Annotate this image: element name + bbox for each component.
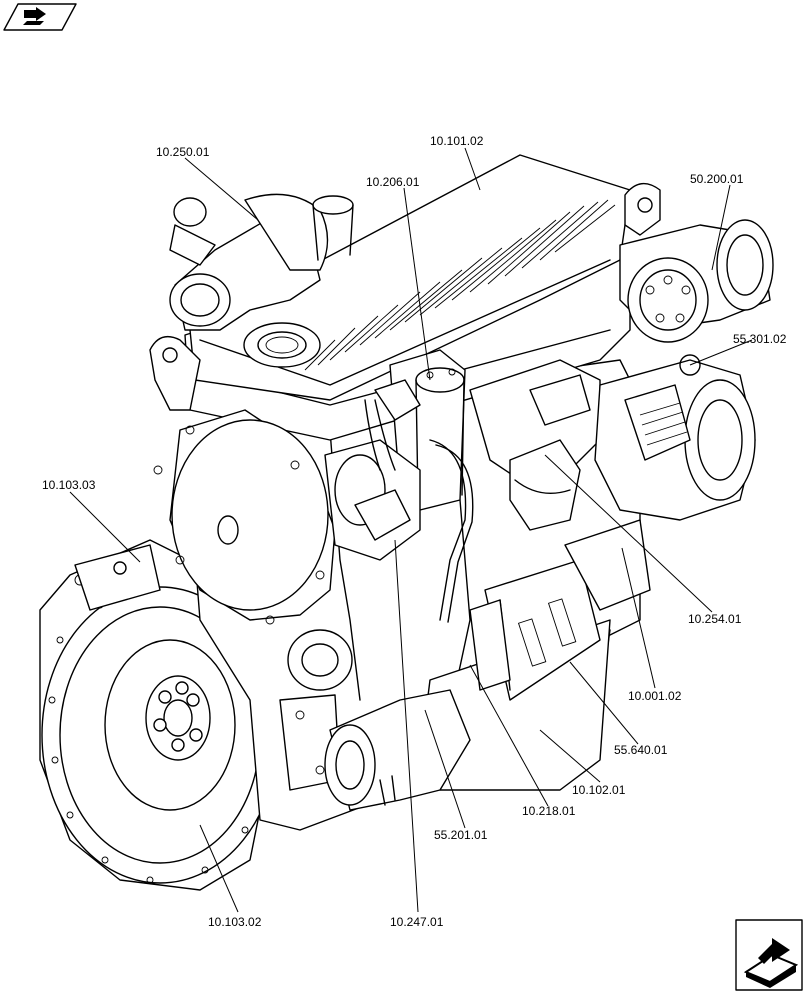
- callout-55-301-02: 55.301.02: [733, 332, 787, 346]
- fuel-lines: [429, 439, 474, 623]
- ecu-module: [469, 519, 651, 701]
- callout-labels: 10.250.01 10.101.02 10.206.01 50.200.01 …: [42, 134, 787, 929]
- fuel-pump: [324, 399, 421, 561]
- exhaust-manifold: [469, 359, 601, 531]
- callout-10-103-03: 10.103.03: [42, 478, 96, 492]
- next-arrow-icon[interactable]: [735, 919, 803, 991]
- callout-10-218-01: 10.218.01: [522, 804, 576, 818]
- timing-cover: [153, 409, 336, 625]
- leader-lines: [69, 147, 753, 913]
- callout-10-247-01: 10.247.01: [390, 915, 444, 929]
- back-arrow-icon[interactable]: [3, 3, 77, 31]
- callout-10-001-02: 10.001.02: [628, 689, 682, 703]
- alternator: [594, 354, 756, 521]
- air-compressor: [619, 219, 774, 343]
- callout-55-201-01: 55.201.01: [434, 828, 488, 842]
- callout-55-640-01: 55.640.01: [614, 743, 668, 757]
- callout-10-254-01: 10.254.01: [688, 612, 742, 626]
- lifting-eyes: [149, 182, 661, 411]
- callout-10-206-01: 10.206.01: [366, 175, 420, 189]
- callout-50-200-01: 50.200.01: [690, 172, 744, 186]
- callout-10-101-02: 10.101.02: [430, 134, 484, 148]
- starter-motor: [324, 689, 471, 811]
- turbocharger: [169, 193, 354, 331]
- callout-10-102-01: 10.102.01: [572, 783, 626, 797]
- engine-drawing: [39, 154, 774, 891]
- callout-10-103-02: 10.103.02: [208, 915, 262, 929]
- valve-cover: [189, 154, 631, 401]
- callout-10-250-01: 10.250.01: [156, 145, 210, 159]
